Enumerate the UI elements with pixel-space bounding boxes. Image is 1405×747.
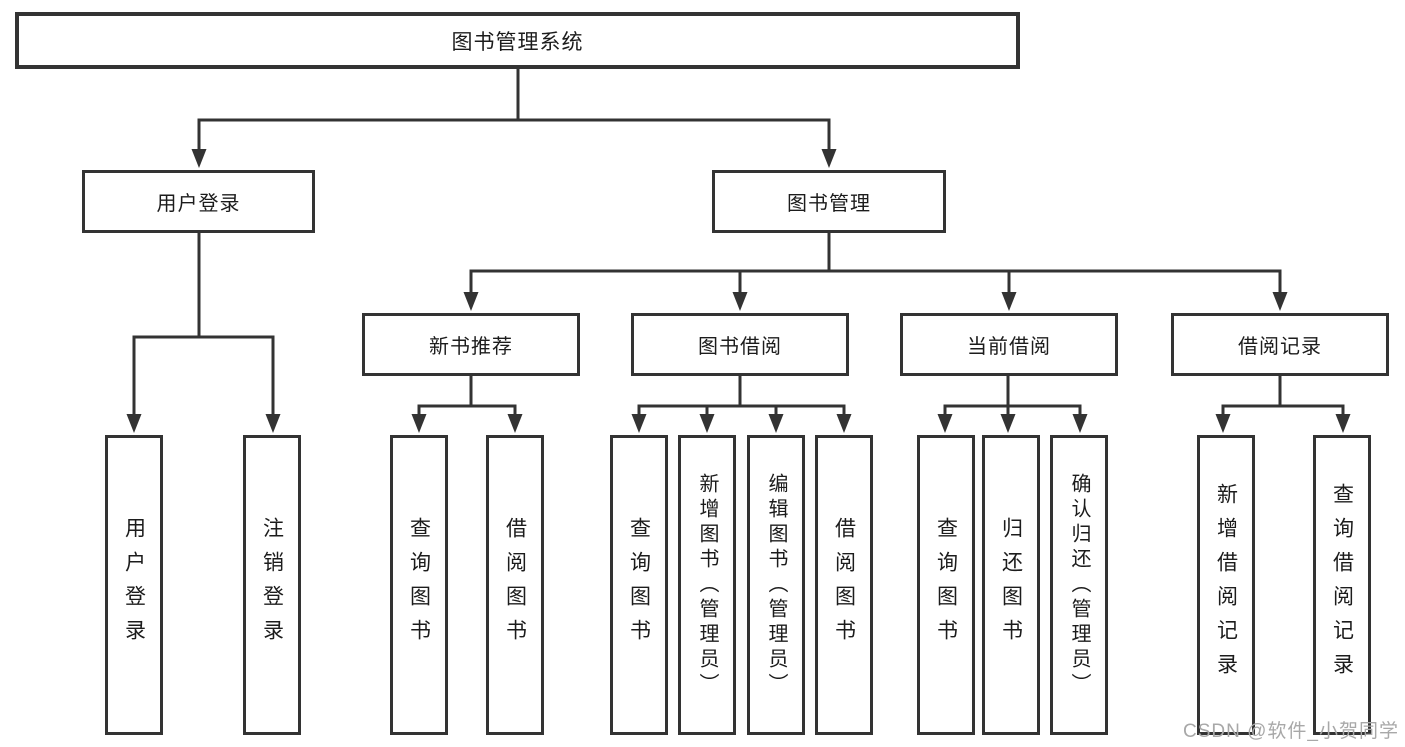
leaf-label: 新增借阅记录 <box>1214 483 1238 687</box>
leaf-label: 归还图书 <box>999 517 1023 653</box>
leaf-edit-books-admin: 编辑图书（管理员） <box>747 435 805 735</box>
node-borrowing-records: 借阅记录 <box>1171 313 1389 376</box>
leaf-query-books-current: 查询图书 <box>917 435 975 735</box>
leaf-borrow-books: 借阅图书 <box>815 435 873 735</box>
leaf-borrow-books-new: 借阅图书 <box>486 435 544 735</box>
leaf-query-books-new: 查询图书 <box>390 435 448 735</box>
leaf-label: 查询图书 <box>627 517 651 653</box>
leaf-query-books-borrow: 查询图书 <box>610 435 668 735</box>
node-label: 图书管理系统 <box>451 30 584 54</box>
node-user-login: 用户登录 <box>82 170 315 233</box>
leaf-logout: 注销登录 <box>243 435 301 735</box>
node-book-borrowing: 图书借阅 <box>631 313 849 376</box>
leaf-label: 用户登录 <box>122 517 146 653</box>
node-root-book-management-system: 图书管理系统 <box>15 12 1020 69</box>
leaf-add-borrow-record: 新增借阅记录 <box>1197 435 1255 735</box>
node-current-borrowing: 当前借阅 <box>900 313 1118 376</box>
node-label: 新书推荐 <box>429 336 513 358</box>
csdn-watermark: CSDN @软件_小贺同学 <box>1183 721 1399 742</box>
leaf-label: 借阅图书 <box>832 517 856 653</box>
leaf-label: 借阅图书 <box>503 517 527 653</box>
leaf-label: 查询图书 <box>934 517 958 653</box>
leaf-label: 确认归还（管理员） <box>1068 472 1090 698</box>
node-label: 借阅记录 <box>1238 336 1322 358</box>
leaf-label: 注销登录 <box>260 517 284 653</box>
leaf-label: 查询图书 <box>407 517 431 653</box>
leaf-user-login: 用户登录 <box>105 435 163 735</box>
leaf-return-books: 归还图书 <box>982 435 1040 735</box>
leaf-label: 查询借阅记录 <box>1330 483 1354 687</box>
leaf-confirm-return-admin: 确认归还（管理员） <box>1050 435 1108 735</box>
node-label: 用户登录 <box>156 193 241 215</box>
leaf-label: 编辑图书（管理员） <box>765 472 787 698</box>
leaf-add-books-admin: 新增图书（管理员） <box>678 435 736 735</box>
leaf-label: 新增图书（管理员） <box>696 472 718 698</box>
leaf-query-borrow-record: 查询借阅记录 <box>1313 435 1371 735</box>
node-book-management: 图书管理 <box>712 170 946 233</box>
node-label: 图书管理 <box>787 193 871 215</box>
node-new-book-recommendation: 新书推荐 <box>362 313 580 376</box>
node-label: 图书借阅 <box>698 336 782 358</box>
node-label: 当前借阅 <box>967 336 1051 358</box>
